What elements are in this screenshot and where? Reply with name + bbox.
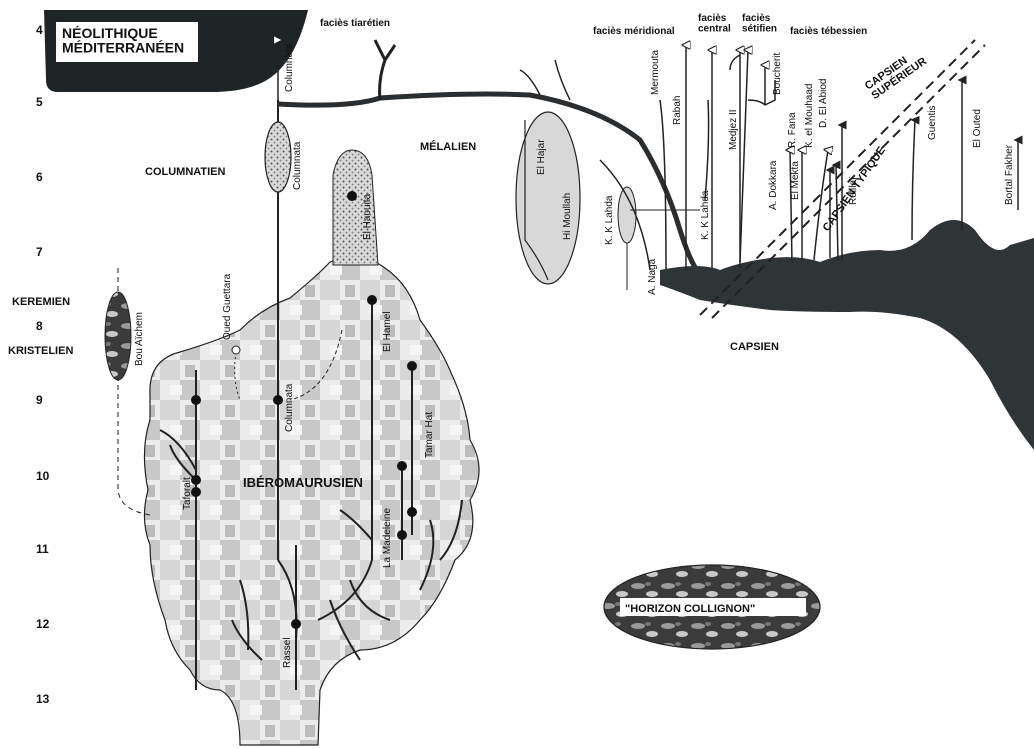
facies-tebessien: faciès tébessien bbox=[790, 26, 867, 37]
capsien-mass bbox=[660, 220, 1034, 450]
site-guentis: Guentis bbox=[927, 106, 938, 140]
site-taforalt: Taforalt bbox=[182, 477, 193, 510]
site-el-haouita: El Haouita bbox=[362, 193, 373, 240]
site-columnata-mid: Columnata bbox=[292, 141, 303, 190]
site-kk-lahda-right: K. K Lahda bbox=[700, 190, 711, 240]
site-columnata-low: Columnata bbox=[284, 383, 295, 432]
site-rabah: Rabah bbox=[672, 96, 683, 125]
site-columnata-top: Columnata bbox=[284, 43, 295, 92]
tick-11: 11 bbox=[36, 542, 49, 556]
facies-meridional: faciès méridional bbox=[593, 26, 675, 37]
site-kk-lahda-left: K. K Lahda bbox=[604, 195, 615, 245]
tick-13: 13 bbox=[36, 692, 50, 706]
columnatien-ellipse bbox=[265, 122, 291, 192]
site-el-outed: El Outed bbox=[972, 109, 983, 148]
facies-tiaretien: faciès tiarétien bbox=[320, 18, 390, 29]
iberomaurusien-label: IBÉROMAURUSIEN bbox=[243, 475, 363, 490]
site-el-hamel: El Hamel bbox=[382, 311, 393, 352]
keremien-ellipse bbox=[105, 292, 131, 380]
tick-5: 5 bbox=[36, 95, 43, 109]
horizon-collignon-label: "HORIZON COLLIGNON" bbox=[625, 603, 755, 615]
site-medjez: Medjez II bbox=[728, 109, 739, 150]
oued-guettara-marker bbox=[232, 346, 240, 354]
tick-12: 12 bbox=[36, 617, 50, 631]
site-oued-guettara: Oued Guettara bbox=[222, 273, 233, 340]
columnatien-label: COLUMNATIEN bbox=[145, 166, 226, 178]
tick-6: 6 bbox=[36, 170, 43, 184]
iberomaurusien-blob bbox=[144, 257, 479, 745]
tick-10: 10 bbox=[36, 469, 50, 483]
site-bou-aichem: Bou Aïchem bbox=[134, 312, 145, 366]
melalien-label: MÉLALIEN bbox=[420, 140, 476, 153]
site-d-abiod: D. El Abiod bbox=[818, 79, 829, 128]
site-r-fana: R. Fana bbox=[787, 112, 798, 148]
timeline-axis: 4 5 6 7 8 9 10 11 12 13 bbox=[36, 23, 50, 706]
keremien-label: KEREMIEN bbox=[12, 296, 70, 308]
site-bortal-fakher: Bortal Fakher bbox=[1004, 144, 1015, 205]
site-el-mekta: El Mekta bbox=[790, 161, 801, 200]
tick-4: 4 bbox=[36, 23, 43, 37]
site-mermouta: Mermouta bbox=[650, 50, 661, 95]
tick-8: 8 bbox=[36, 319, 43, 333]
kristelien-label: KRISTELIEN bbox=[8, 345, 73, 357]
site-rassel: Rassel bbox=[282, 637, 293, 668]
site-a-dokkara: A. Dokkara bbox=[768, 160, 779, 210]
site-tamar-hat: Tamar Hat bbox=[424, 412, 435, 458]
site-k-mouhaad: K. el Mouhaad bbox=[804, 84, 815, 149]
capsien-label: CAPSIEN bbox=[730, 341, 779, 353]
tiaretien-branch bbox=[375, 40, 395, 100]
site-relilai: Relilaï bbox=[848, 177, 859, 205]
site-boucherit: Boucherit bbox=[772, 53, 783, 95]
tick-9: 9 bbox=[36, 393, 43, 407]
site-a-naga: A. Naga bbox=[647, 258, 658, 295]
site-hi-moullah: Hi Moullah bbox=[562, 193, 573, 240]
tick-7: 7 bbox=[36, 245, 43, 259]
capsien-superieur-label: CAPSIENSUPÉRIEUR bbox=[863, 46, 929, 102]
site-el-hajar: El Hajar bbox=[536, 139, 547, 175]
site-la-madeleine: La Madeleine bbox=[382, 508, 393, 568]
